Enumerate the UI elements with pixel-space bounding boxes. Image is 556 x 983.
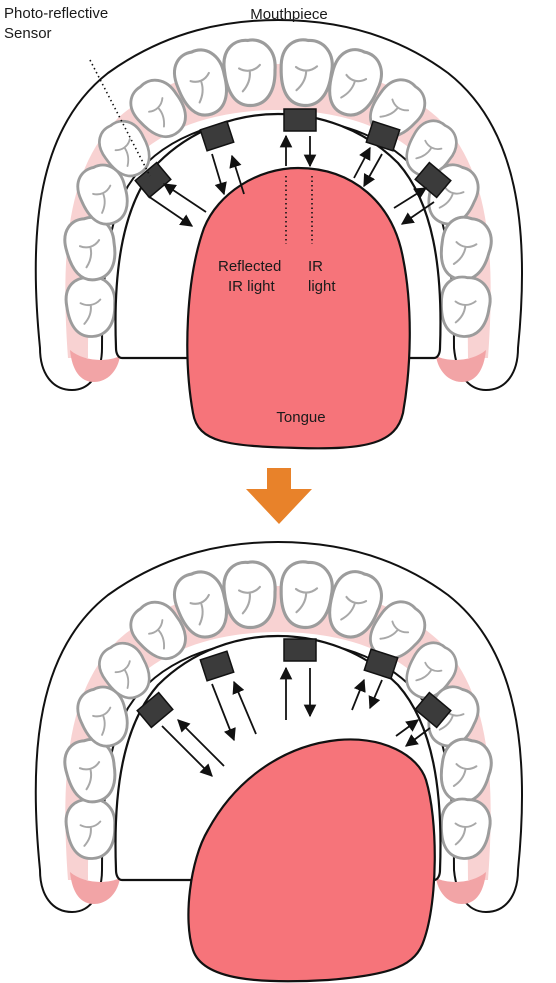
sensor-label-line1: Photo-reflective <box>4 5 108 22</box>
reflected-ir-label-line1: Reflected <box>218 258 281 275</box>
ir-light-label-line2: light <box>308 278 336 295</box>
ir-light-label-line1: IR <box>308 258 323 275</box>
sensor-3 <box>284 109 316 131</box>
sensor-label-line2: Sensor <box>4 25 52 42</box>
down-arrow-icon <box>246 468 312 524</box>
tongue-label: Tongue <box>276 409 325 426</box>
mouthpiece-label: Mouthpiece <box>250 6 328 23</box>
tongue-shape <box>187 168 409 448</box>
bottom-panel <box>36 542 522 981</box>
sensor-3 <box>284 639 316 661</box>
top-panel <box>36 20 522 448</box>
reflected-ir-label-line2: IR light <box>228 278 276 295</box>
